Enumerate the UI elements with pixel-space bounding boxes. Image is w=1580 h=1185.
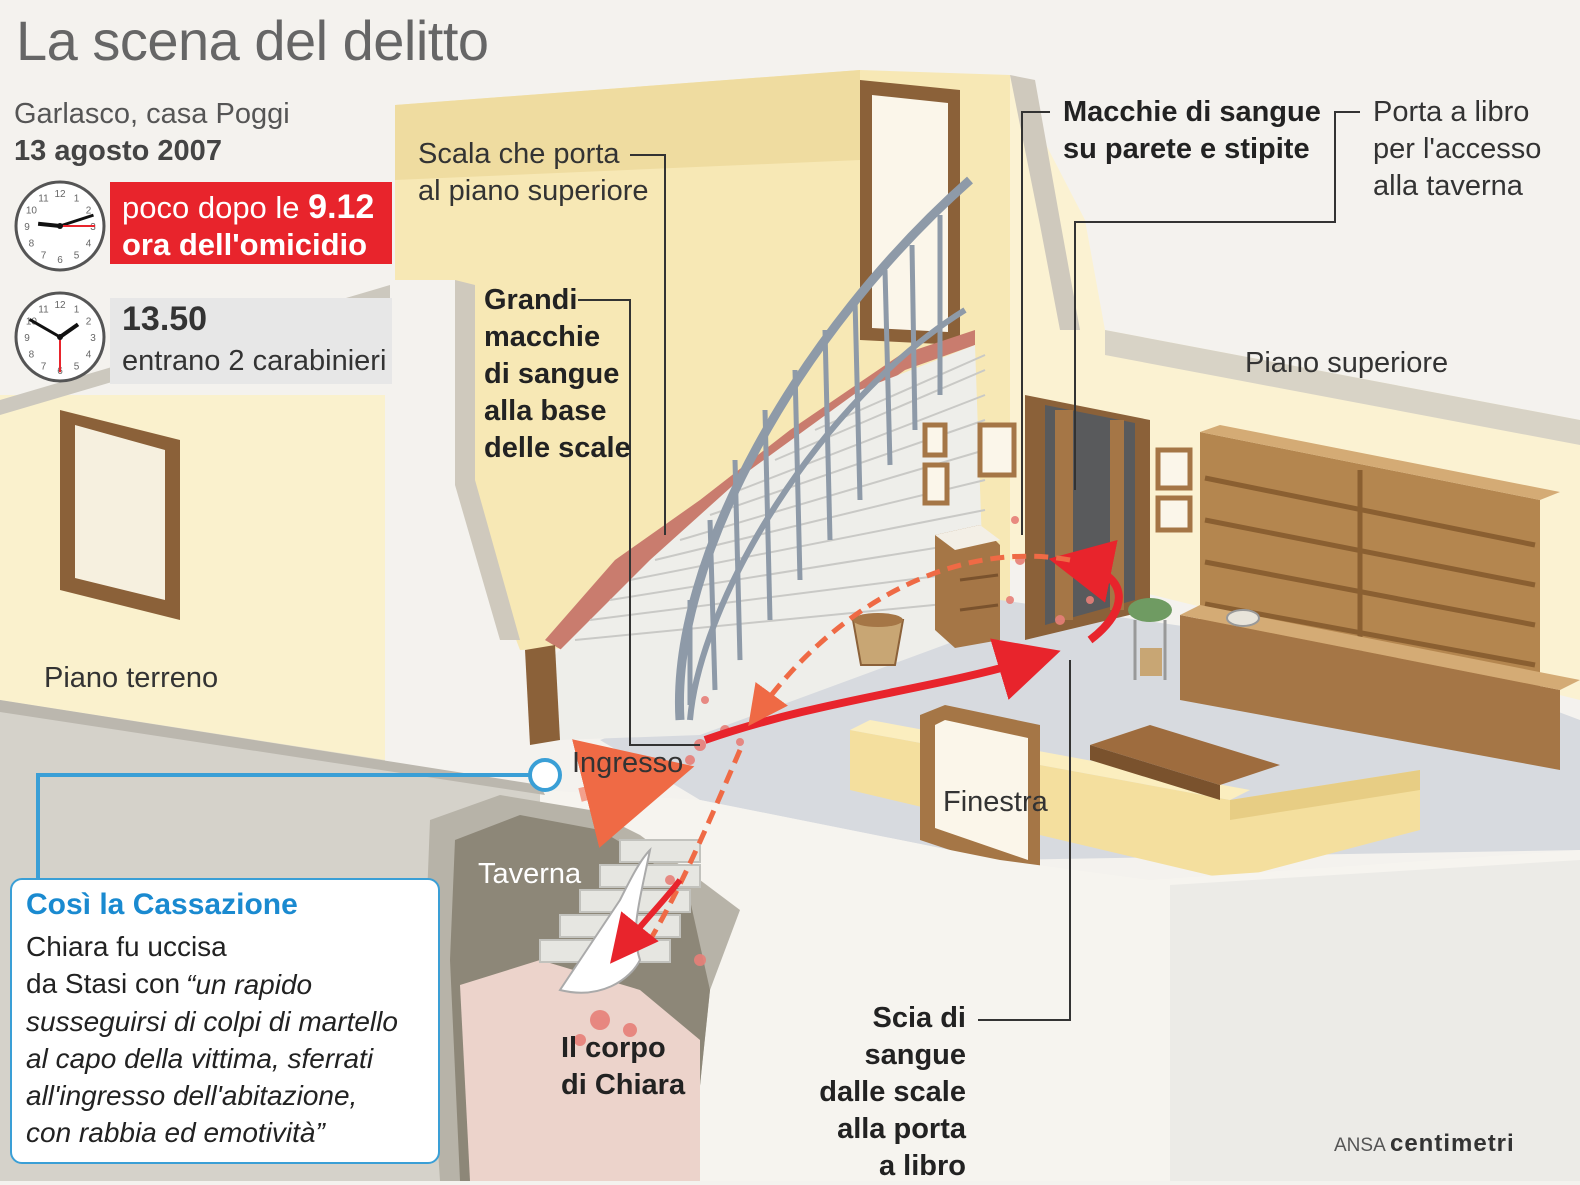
credit: ANSA centimetri: [1334, 1130, 1515, 1158]
svg-text:8: 8: [29, 239, 35, 250]
plant-stand: [1128, 598, 1172, 680]
svg-text:5: 5: [74, 362, 80, 373]
label-entrance: Ingresso: [572, 747, 684, 779]
cassazione-quote: “un rapido susseguirsi di colpi di marte…: [26, 969, 398, 1148]
svg-text:7: 7: [41, 251, 47, 262]
svg-text:8: 8: [29, 350, 35, 361]
label-stairs: Scala che porta al piano superiore: [418, 138, 649, 207]
svg-text:4: 4: [86, 350, 92, 361]
label-tavern: Taverna: [478, 858, 582, 890]
bucket: [851, 613, 905, 666]
label-window: Finestra: [943, 786, 1048, 818]
murder-time-line: poco dopo le 9.12: [122, 188, 374, 227]
carabinieri-time-desc: entrano 2 carabinieri: [122, 345, 387, 377]
svg-text:2: 2: [86, 317, 92, 328]
svg-text:10: 10: [26, 206, 38, 217]
label-ground-floor: Piano terreno: [44, 662, 219, 694]
credit-agency: ANSA: [1334, 1135, 1385, 1156]
page-title: La scena del delitto: [16, 9, 489, 72]
svg-text:11: 11: [38, 193, 49, 204]
murder-time-box: [110, 182, 392, 264]
tavern-cutaway: [425, 795, 740, 1181]
svg-text:5: 5: [74, 251, 80, 262]
location-text: Garlasco, casa Poggi: [14, 98, 290, 130]
svg-text:12: 12: [54, 189, 66, 200]
cassazione-title: Così la Cassazione: [26, 888, 298, 921]
cassazione-connector: [36, 773, 530, 878]
entrance-marker: [528, 758, 562, 792]
label-wall-stains: Macchie di sangue su parete e stipite: [1063, 96, 1321, 165]
book-door: [1025, 395, 1150, 640]
coffee-table: [1090, 725, 1280, 800]
svg-text:12: 12: [54, 300, 66, 311]
label-book-door: Porta a libro per l'accesso alla taverna: [1373, 96, 1542, 202]
carabinieri-time-value: 13.50: [122, 300, 208, 338]
label-big-stains: Grandi macchie di sangue alla base delle…: [484, 284, 631, 464]
svg-text:9: 9: [24, 333, 30, 344]
label-body: Il corpo di Chiara: [561, 1032, 686, 1101]
svg-text:9: 9: [24, 222, 30, 233]
label-blood-trail: Scia di sangue dalle scale alla porta a …: [819, 1002, 966, 1182]
svg-text:4: 4: [86, 239, 92, 250]
cassazione-box: [10, 878, 440, 1164]
cassazione-body: Chiara fu uccisa da Stasi con: [26, 931, 227, 999]
svg-text:1: 1: [74, 193, 80, 204]
blood-path-arrows: [572, 539, 1123, 964]
svg-text:7: 7: [41, 362, 47, 373]
svg-text:6: 6: [57, 255, 63, 266]
window-frame: [920, 705, 1040, 880]
label-upper-floor: Piano superiore: [1245, 347, 1449, 379]
small-cabinet: [935, 525, 1000, 648]
murder-time-desc: ora dell'omicidio: [122, 227, 368, 262]
svg-text:3: 3: [90, 222, 96, 233]
credit-brand: centimetri: [1389, 1130, 1515, 1157]
callout-lines: [578, 111, 1360, 1021]
bookshelf: [1180, 425, 1580, 770]
svg-text:2: 2: [86, 206, 92, 217]
murder-time-value: 9.12: [308, 188, 375, 226]
carabinieri-time-box: [110, 298, 392, 384]
wall-frames: [922, 422, 1193, 533]
svg-text:3: 3: [90, 333, 96, 344]
svg-text:11: 11: [38, 304, 49, 315]
svg-text:1: 1: [74, 304, 80, 315]
date-text: 13 agosto 2007: [14, 135, 222, 167]
murder-time-prefix: poco dopo le: [122, 190, 309, 225]
